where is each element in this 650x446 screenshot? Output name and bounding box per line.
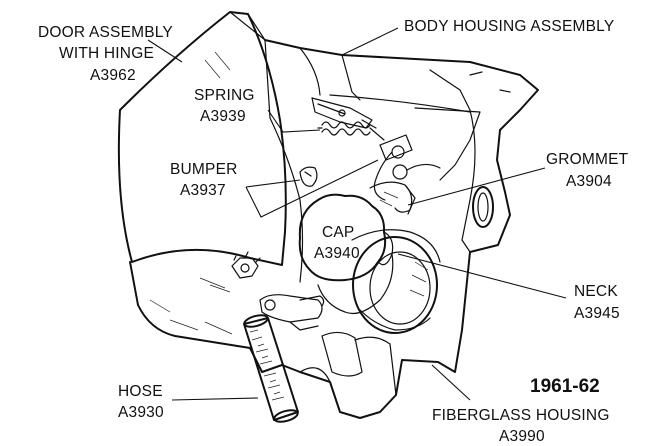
door-label-name: DOOR ASSEMBLY bbox=[38, 24, 173, 41]
bumper-label-name: BUMPER bbox=[170, 161, 238, 178]
hose-label-name: HOSE bbox=[118, 383, 163, 400]
grommet-leader bbox=[407, 167, 546, 206]
fiberglass-label-part: A3990 bbox=[499, 428, 545, 445]
neck-leader bbox=[397, 253, 567, 299]
neck-label-name: NECK bbox=[574, 283, 618, 300]
latch-mechanism-drawing bbox=[369, 134, 441, 215]
body-housing-drawing bbox=[264, 39, 539, 283]
cap-label-name: CAP bbox=[322, 224, 354, 241]
neck-label-part: A3945 bbox=[574, 305, 620, 322]
door-label-part: A3962 bbox=[90, 67, 136, 84]
body-housing-leader bbox=[341, 27, 399, 56]
fiberglass-label-name: FIBERGLASS HOUSING bbox=[432, 407, 610, 424]
nut-drawing bbox=[231, 251, 261, 279]
bumper-leader-lower bbox=[245, 159, 379, 218]
bumper-leader-upper bbox=[245, 179, 301, 188]
grommet-label-name: GROMMET bbox=[546, 151, 629, 168]
bumper-label-part: A3937 bbox=[180, 182, 226, 199]
hose-label-part: A3930 bbox=[118, 404, 164, 421]
body-housing-label: BODY HOUSING ASSEMBLY bbox=[404, 18, 614, 35]
leader-lines bbox=[147, 27, 567, 401]
fiberglass-leader bbox=[431, 364, 471, 401]
drain-fitting-drawing bbox=[259, 294, 325, 331]
part-labels: DOOR ASSEMBLY WITH HINGE A3962 BODY HOUS… bbox=[38, 18, 629, 445]
door-assembly-drawing bbox=[117, 11, 287, 266]
door-label-name-line2: WITH HINGE bbox=[59, 45, 154, 62]
hose-leader bbox=[171, 397, 259, 401]
diagram-illustration bbox=[117, 11, 539, 423]
spring-drawing bbox=[317, 121, 385, 141]
spring-leader bbox=[267, 109, 321, 133]
spring-label-part: A3939 bbox=[200, 108, 246, 125]
cap-label-part: A3940 bbox=[314, 245, 360, 262]
door-leader bbox=[147, 39, 183, 63]
spring-label-name: SPRING bbox=[194, 87, 255, 104]
hose-drawing bbox=[243, 314, 299, 423]
year-label: 1961-62 bbox=[530, 376, 600, 397]
neck-drawing bbox=[351, 229, 441, 334]
bumper-drawing bbox=[299, 166, 318, 187]
grommet-label-part: A3904 bbox=[566, 173, 612, 190]
